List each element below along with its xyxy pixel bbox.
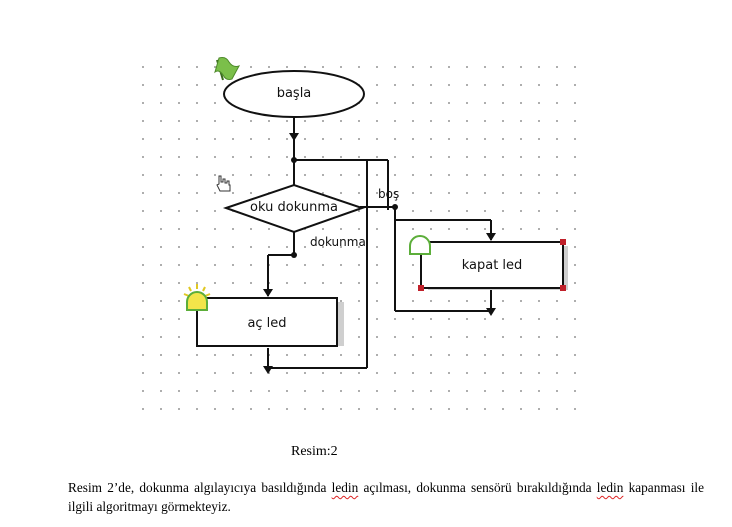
- led-off-label: kapat led: [461, 258, 523, 273]
- led-on-node[interactable]: [196, 297, 338, 347]
- body-paragraph: Resim 2’de, dokunma algılayıcıya basıldı…: [68, 478, 704, 516]
- hand-cursor-icon: [216, 175, 231, 192]
- read-decision-node[interactable]: [222, 183, 366, 234]
- flowchart-canvas[interactable]: [128, 52, 588, 422]
- spellcheck-word[interactable]: ledin: [596, 480, 624, 495]
- led-on-icon: [183, 284, 211, 311]
- led-on-label: aç led: [247, 316, 287, 331]
- paragraph-text: açılması, dokunma sensörü bırakıldığında: [358, 480, 597, 495]
- start-label: başla: [276, 86, 312, 101]
- edge-label-touched: dokunma: [310, 235, 366, 249]
- paragraph-text: Resim 2’de, dokunma algılayıcıya basıldı…: [68, 480, 332, 495]
- led-off-node[interactable]: [420, 241, 564, 289]
- read-label: oku dokunma: [250, 200, 338, 215]
- edge-label-empty: boş: [378, 187, 400, 201]
- led-off-icon: [409, 235, 431, 255]
- spellcheck-word[interactable]: ledin: [331, 480, 359, 495]
- paragraph-text: kapanması ile ilgili algoritmayı görmekt…: [68, 480, 704, 514]
- start-node[interactable]: [223, 70, 365, 118]
- flag-icon: [214, 57, 241, 81]
- figure-caption: Resim:2: [291, 444, 338, 459]
